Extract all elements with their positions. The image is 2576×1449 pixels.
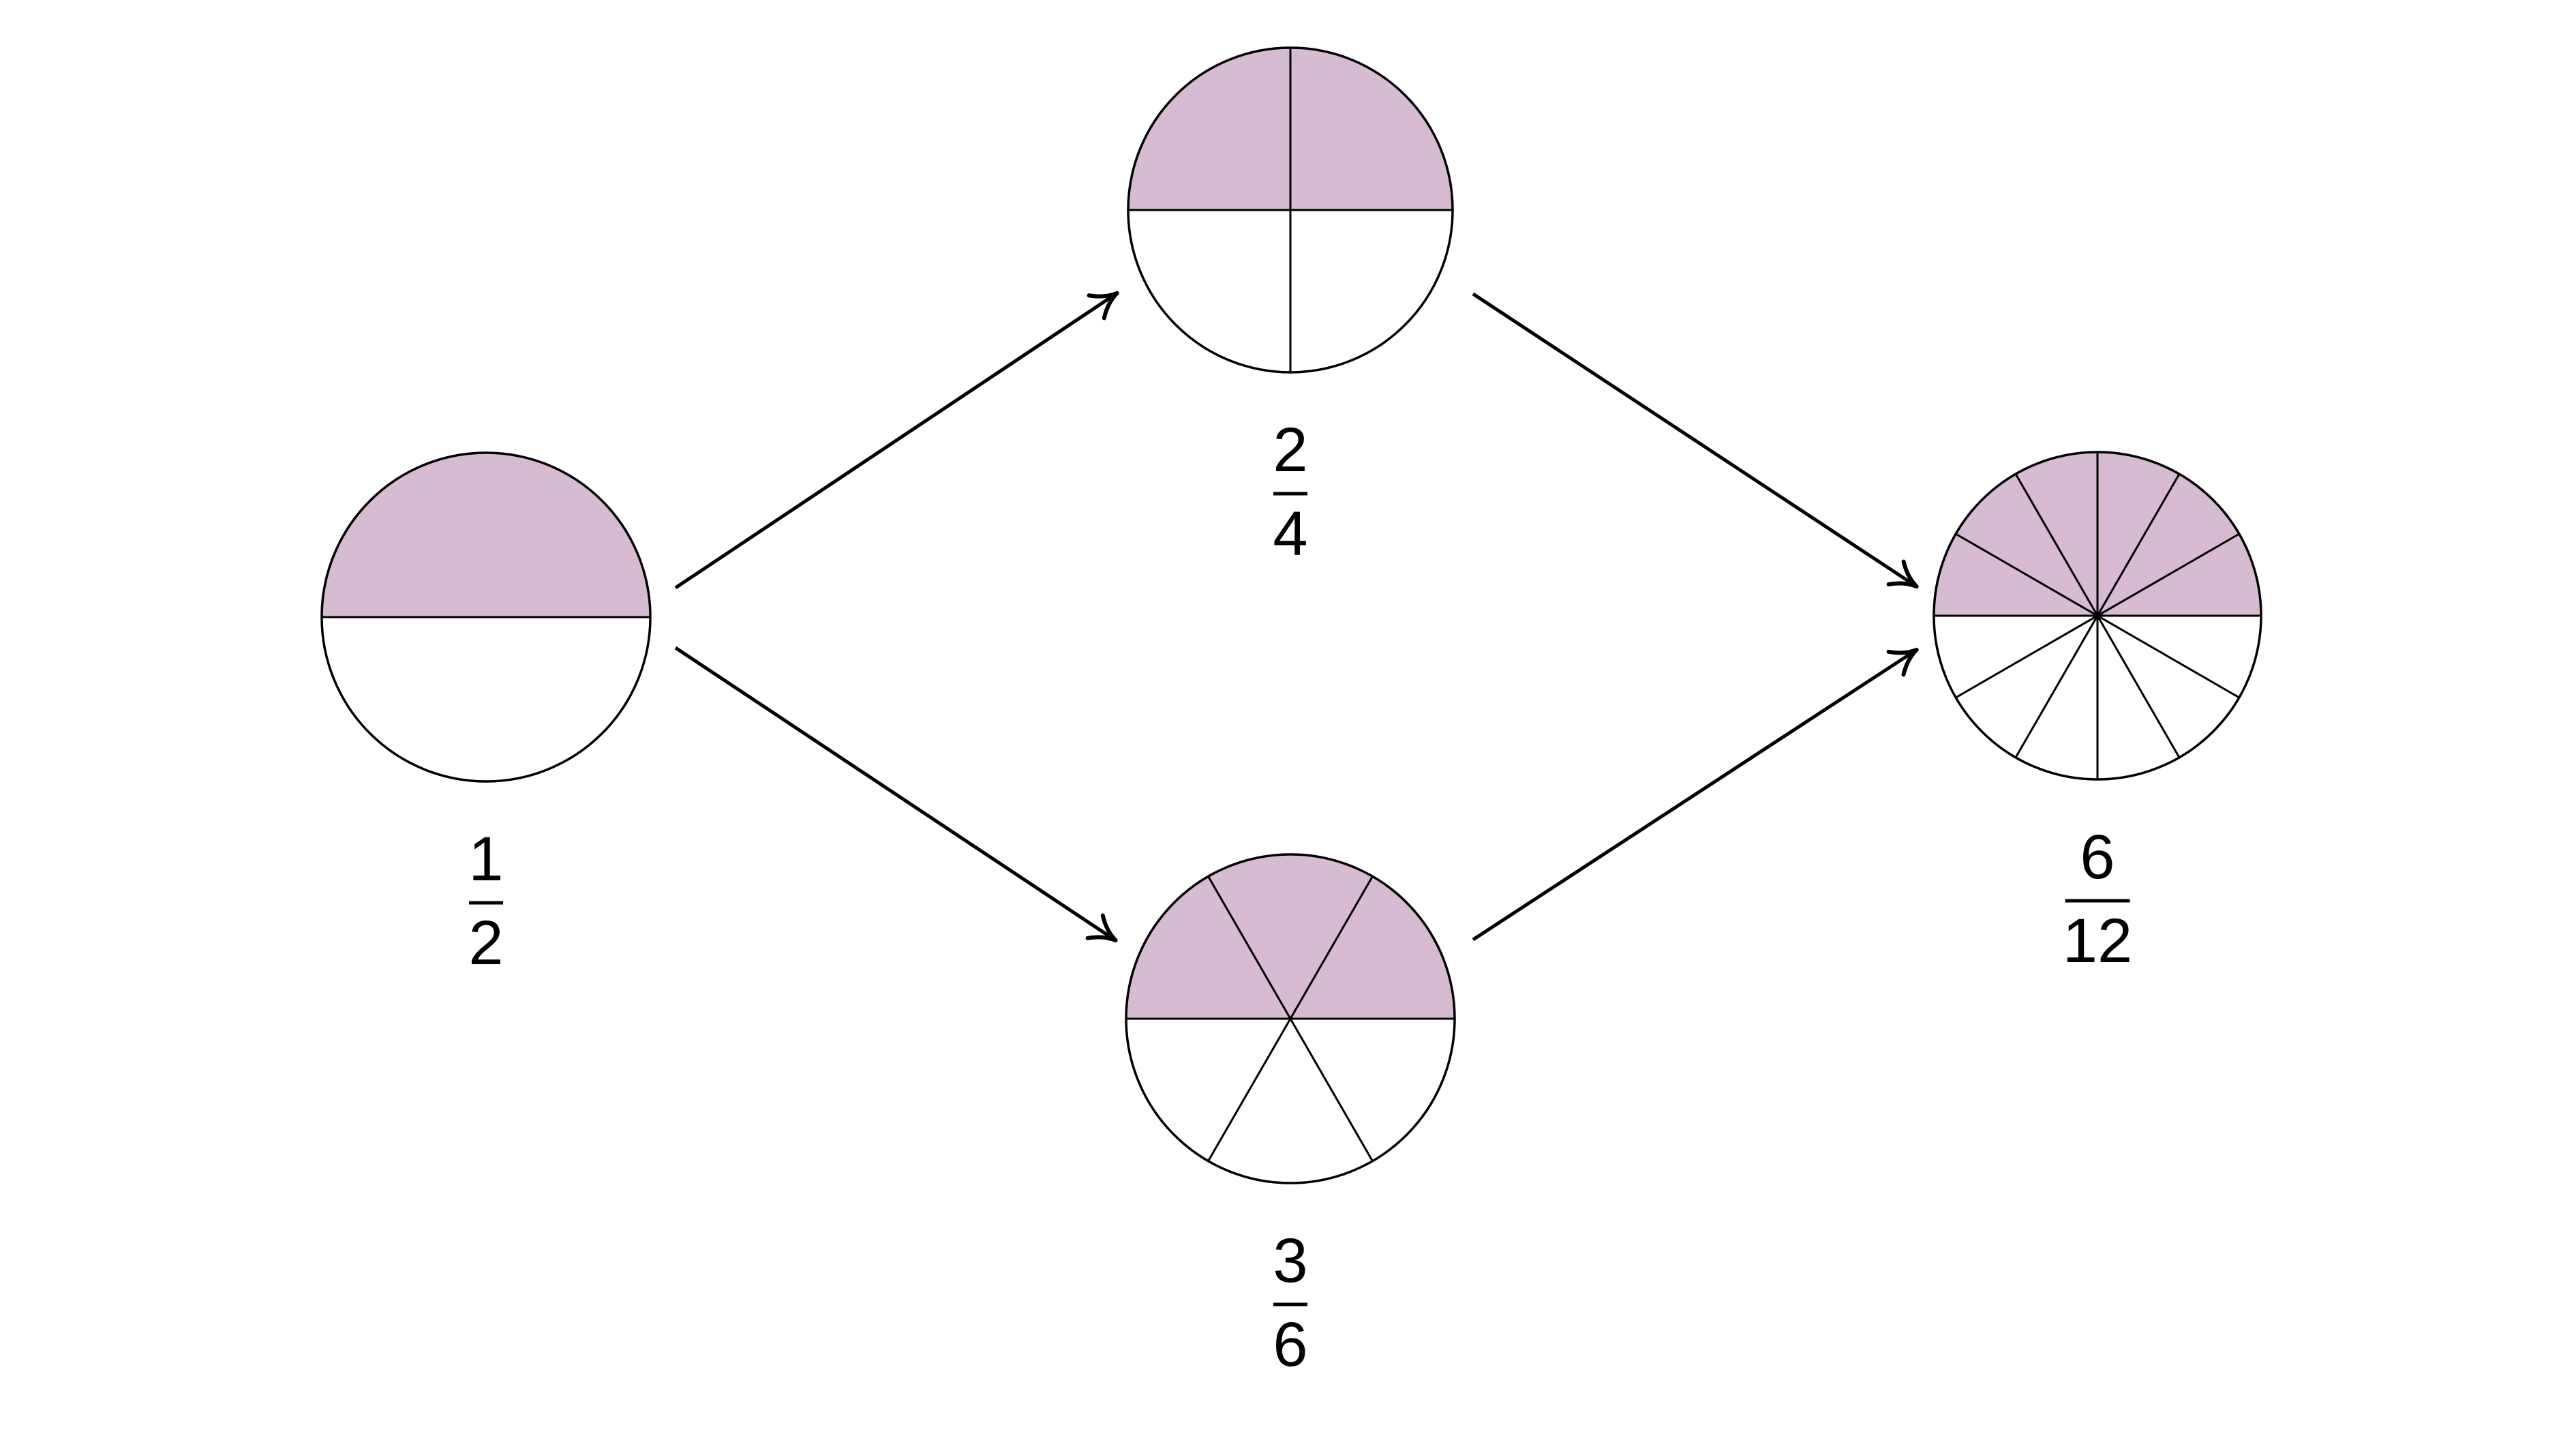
fraction-label-three-sixths: 36 (1273, 1226, 1307, 1379)
fraction-numerator: 2 (1273, 415, 1307, 485)
fraction-denominator: 2 (468, 908, 503, 978)
pie-six-twelfths (1933, 451, 2262, 781)
fraction-label-two-fourths: 24 (1273, 415, 1307, 569)
circle-outline (1933, 451, 2262, 781)
fraction-bar (2065, 899, 2130, 903)
fraction-numerator: 6 (2080, 822, 2115, 892)
fraction-denominator: 4 (1273, 499, 1307, 569)
arrow-half-to-three-sixths (674, 646, 1118, 943)
pies-layer (320, 46, 2262, 1184)
circle-outline (1125, 853, 1456, 1184)
fraction-bar (469, 901, 503, 905)
fraction-label-six-twelfths: 612 (2063, 822, 2132, 976)
arrow-three-sixths-to-six-twelfths (1472, 647, 1919, 942)
arrow-two-fourths-to-six-twelfths (1472, 292, 1919, 589)
division-line (1955, 533, 2240, 699)
fraction-numerator: 1 (468, 824, 503, 894)
fraction-denominator: 12 (2063, 906, 2132, 976)
fraction-label-half: 12 (468, 824, 503, 978)
circle-outline (1127, 46, 1454, 374)
pie-three-sixths (1125, 853, 1456, 1184)
pie-two-fourths (1127, 46, 1454, 374)
fraction-bar (1273, 492, 1307, 496)
shaded-region (322, 453, 650, 617)
shaded-region (1126, 854, 1455, 1019)
fraction-denominator: 6 (1273, 1310, 1307, 1379)
fraction-bar (1273, 1302, 1307, 1306)
arrow-half-to-two-fourths (674, 290, 1119, 590)
division-line (1207, 876, 1374, 1162)
arrows-layer (674, 290, 1919, 943)
circle-outline (320, 451, 652, 783)
pie-half (320, 451, 652, 783)
fraction-numerator: 3 (1273, 1226, 1307, 1296)
